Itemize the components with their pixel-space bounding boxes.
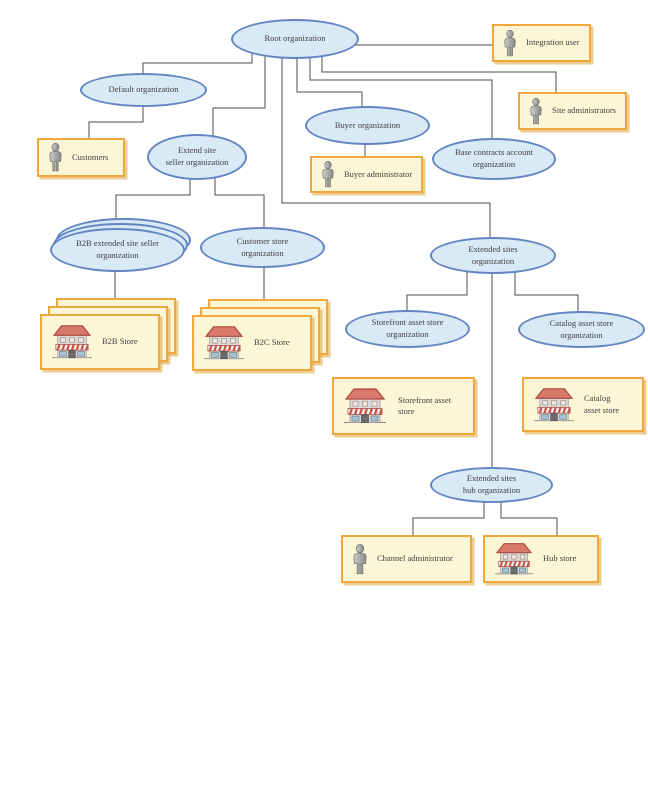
node-label: Buyer administrator [344, 168, 413, 179]
store-icon [343, 386, 387, 426]
node-customer-store-organization: Customer store organization [200, 227, 325, 268]
node-b2b-store: B2B Store [40, 298, 179, 373]
node-customers: Customers [37, 138, 125, 177]
node-label: B2B Store [102, 336, 138, 347]
person-icon [352, 544, 368, 575]
node-label: Channel administrator [377, 553, 453, 564]
node-storefront-asset-store-organization: Storefront asset store organization [345, 310, 470, 348]
node-site-administrators: Site administrators [518, 92, 627, 130]
node-b2c-store: B2C Store [192, 299, 331, 374]
node-default-organization: Default organization [80, 73, 207, 107]
connector-default-customers [88, 100, 144, 142]
person-icon [321, 161, 335, 188]
store-icon [203, 324, 245, 362]
store-icon [51, 323, 93, 361]
node-label: Hub store [543, 553, 577, 564]
stack-layer-front: B2B extended site seller organization [50, 228, 185, 272]
node-integration-user: Integration user [492, 24, 591, 62]
node-b2b-extended-site-seller-organization: B2B extended site seller organization [50, 218, 192, 272]
connector-root-base-contracts [309, 50, 493, 145]
node-root-organization: Root organization [231, 19, 359, 59]
node-label: Integration user [526, 37, 580, 48]
node-catalog-asset-store: Catalog asset store [522, 377, 644, 432]
connector-extend-b2b-ext [115, 175, 191, 228]
node-buyer-organization: Buyer organization [305, 106, 430, 145]
node-base-contracts-account-organization: Base contracts account organization [432, 138, 556, 180]
node-label: Customers [72, 151, 109, 162]
node-label: Site administrators [552, 105, 616, 116]
connector-root-default [142, 50, 253, 80]
store-icon [494, 541, 534, 577]
node-catalog-asset-store-organization: Catalog asset store organization [518, 311, 645, 348]
connector-root-buyer [296, 50, 363, 112]
connector-extend-customer-store [214, 175, 265, 232]
connector-extsites-storefront-org [406, 270, 468, 315]
store-icon [533, 386, 575, 424]
connector-root-site-admins [321, 50, 557, 98]
node-label: Storefront asset store [398, 394, 452, 416]
connector-extsites-catalog-org [514, 270, 579, 317]
stack-layer-front: B2C Store [192, 315, 312, 371]
connector-hub-channel-admin [412, 500, 485, 540]
connector-root-extended-sites [281, 50, 491, 242]
person-icon [529, 98, 543, 125]
node-channel-administrator: Channel administrator [341, 535, 472, 583]
stack-layer-front: B2B Store [40, 314, 160, 370]
node-label: Catalog asset store [584, 393, 620, 415]
person-icon [48, 143, 63, 172]
node-extended-sites-hub-organization: Extended sites hub organization [430, 467, 553, 503]
node-hub-store: Hub store [483, 535, 599, 583]
node-extended-sites-organization: Extended sites organization [430, 237, 556, 274]
node-label: B2C Store [254, 337, 290, 348]
person-icon [503, 30, 517, 57]
node-buyer-administrator: Buyer administrator [310, 156, 423, 193]
node-extend-site-seller-organization: Extend site seller organization [147, 134, 247, 180]
node-storefront-asset-store: Storefront asset store [332, 377, 475, 435]
connector-hub-hub-store [500, 500, 558, 540]
connector-root-extend-seller [212, 50, 266, 140]
